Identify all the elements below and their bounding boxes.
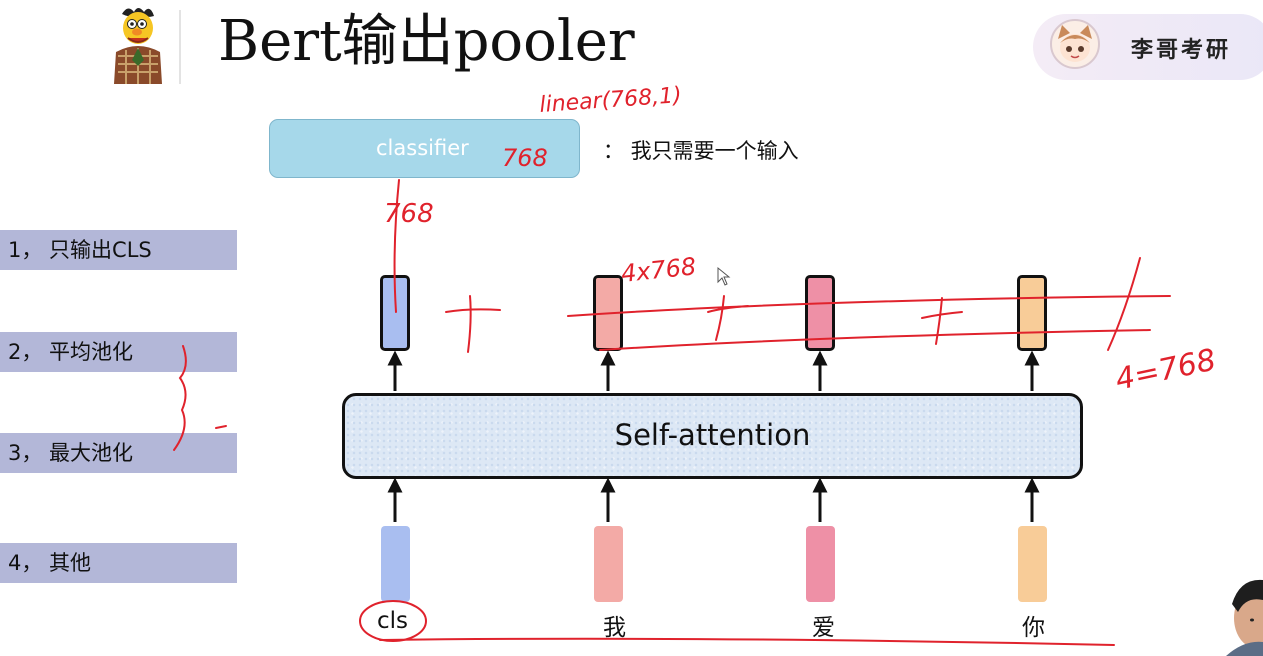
red-annotation-labels: linear(768,1) 768 768 4x768 4=768 — [384, 83, 1219, 398]
input-arrows — [387, 477, 1040, 522]
classifier-box — [269, 119, 580, 178]
presenter-webcam-icon — [1226, 579, 1263, 656]
header-divider — [179, 10, 181, 84]
page-title: Bert输出pooler — [218, 9, 635, 74]
option-mean-pooling: 2， 平均池化 — [0, 332, 237, 372]
input-embedding-wo — [594, 526, 623, 602]
token-wo: 我 — [603, 615, 626, 641]
red-annotations — [173, 179, 1171, 646]
annotation-sum: 4=768 — [1112, 342, 1219, 397]
output-vector-ni — [1017, 275, 1047, 351]
annotation-dim-arrow: 768 — [384, 199, 434, 229]
input-embedding-ai — [806, 526, 835, 602]
option-cls-only: 1， 只输出CLS — [0, 230, 237, 270]
output-arrows — [387, 350, 1040, 391]
option-other: 4， 其他 — [0, 543, 237, 583]
annotation-concat: 4x768 — [620, 252, 698, 288]
self-attention-box — [342, 393, 1083, 479]
classifier-label: classifier — [376, 136, 469, 160]
input-embedding-ni — [1018, 526, 1047, 602]
brand-name: 李哥考研 — [1131, 38, 1232, 63]
classifier-note: ： 我只需要一个输入 — [603, 139, 799, 163]
token-cls: cls — [377, 608, 409, 634]
input-embedding-cls — [381, 526, 410, 602]
token-ni: 你 — [1022, 615, 1045, 641]
token-ai: 爱 — [812, 615, 835, 641]
brand-avatar — [1050, 19, 1100, 69]
annotation-dim-box: 768 — [502, 144, 548, 172]
mouse-cursor-icon — [717, 266, 731, 286]
annotation-linear: linear(768,1) — [539, 83, 683, 118]
option-max-pooling: 3， 最大池化 — [0, 433, 237, 473]
bert-mascot-logo — [104, 4, 168, 84]
self-attention-label: Self-attention — [614, 418, 811, 452]
